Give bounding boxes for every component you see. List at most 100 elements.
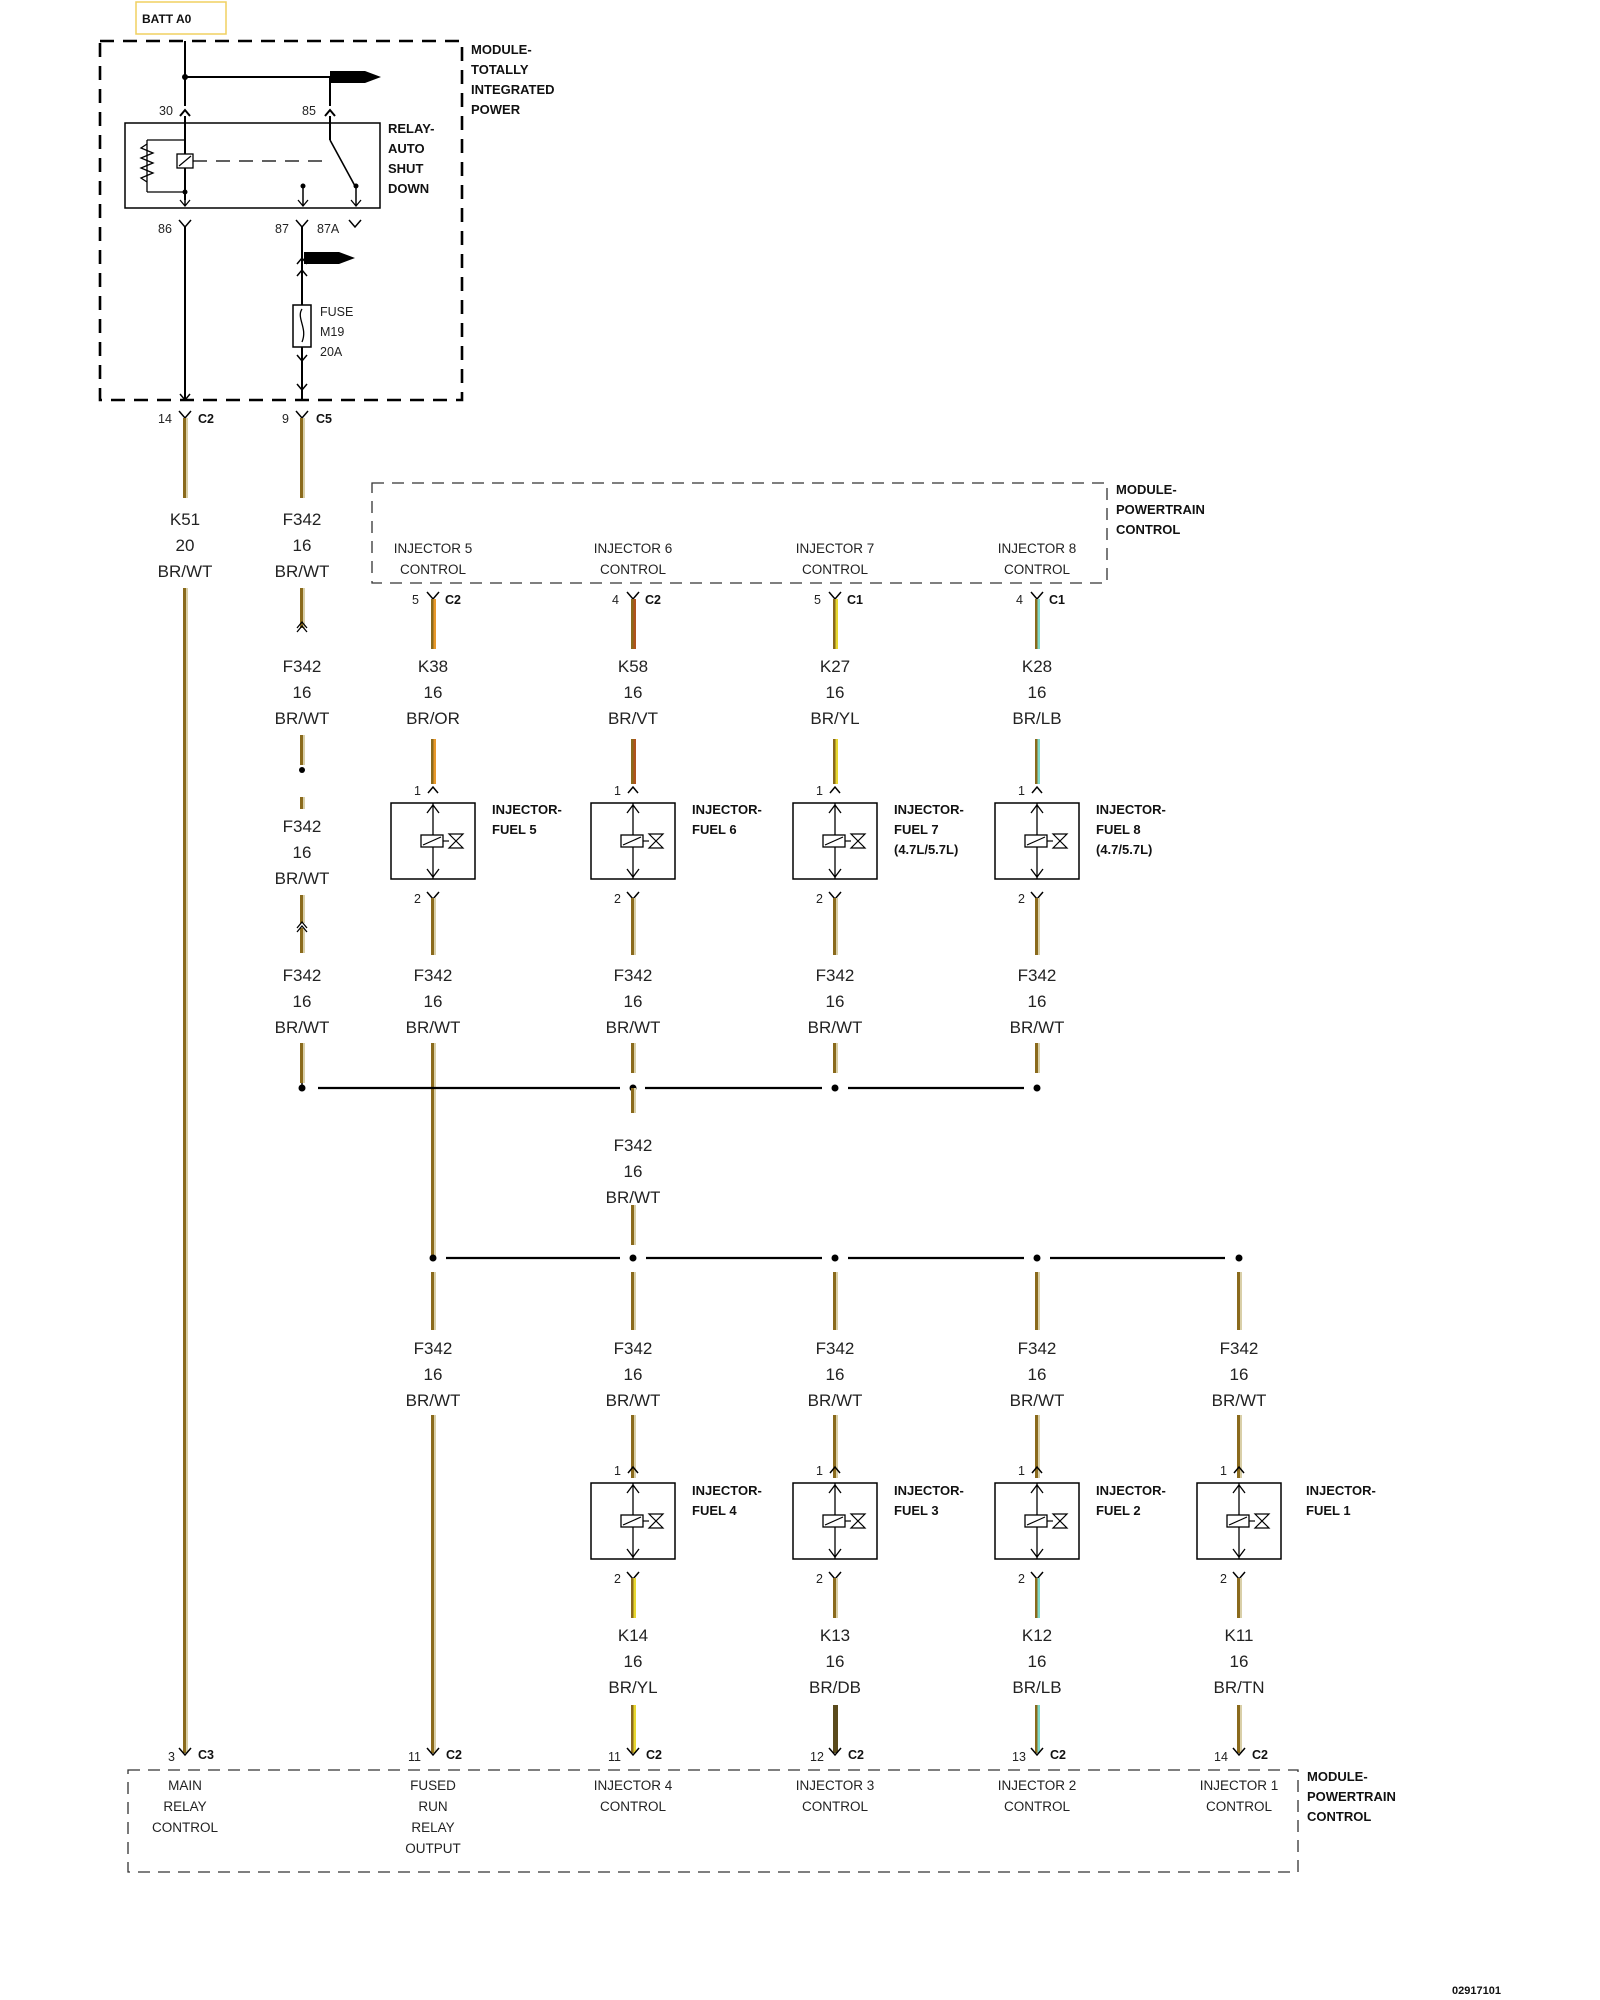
svg-text:FUEL 5: FUEL 5 <box>492 822 537 837</box>
svg-text:FUSE: FUSE <box>320 305 353 319</box>
svg-text:16: 16 <box>624 1365 643 1384</box>
svg-text:INJECTOR-: INJECTOR- <box>692 802 762 817</box>
svg-text:FUEL 2: FUEL 2 <box>1096 1503 1141 1518</box>
svg-text:16: 16 <box>424 1365 443 1384</box>
svg-text:K13: K13 <box>820 1626 850 1645</box>
splice-bus-top <box>298 1083 1041 1092</box>
svg-text:CONTROL: CONTROL <box>400 562 466 577</box>
svg-text:CONTROL: CONTROL <box>1116 522 1180 537</box>
svg-text:BR/WT: BR/WT <box>1212 1391 1267 1410</box>
svg-text:OUTPUT: OUTPUT <box>405 1841 461 1856</box>
svg-text:C1: C1 <box>1049 593 1065 607</box>
svg-text:CONTROL: CONTROL <box>1004 562 1070 577</box>
svg-text:4: 4 <box>612 593 619 607</box>
injector-fuel-2 <box>994 1482 1080 1560</box>
svg-text:F342: F342 <box>614 966 653 985</box>
svg-text:BR/WT: BR/WT <box>606 1391 661 1410</box>
wire-labels: K51 20 BR/WT F342 16 BR/WT F342 16 BR/WT… <box>158 510 1267 1697</box>
svg-text:11: 11 <box>408 1750 421 1764</box>
svg-text:INJECTOR 8: INJECTOR 8 <box>998 541 1077 556</box>
svg-text:F342: F342 <box>283 966 322 985</box>
svg-text:INJECTOR 5: INJECTOR 5 <box>394 541 473 556</box>
svg-text:CONTROL: CONTROL <box>1307 1809 1371 1824</box>
svg-text:BR/WT: BR/WT <box>1010 1018 1065 1037</box>
svg-text:BR/VT: BR/VT <box>608 709 658 728</box>
injector-fuel-5 <box>390 802 476 880</box>
svg-text:K27: K27 <box>820 657 850 676</box>
svg-text:INJECTOR-: INJECTOR- <box>894 802 964 817</box>
svg-text:CONTROL: CONTROL <box>1004 1799 1070 1814</box>
svg-text:TOTALLY: TOTALLY <box>471 62 529 77</box>
splice-arrow-icon-87 <box>304 252 355 264</box>
injector-fuel-1 <box>1196 1482 1282 1560</box>
svg-text:M19: M19 <box>320 325 344 339</box>
svg-text:4: 4 <box>1016 593 1023 607</box>
wire-k51-long <box>183 588 188 1753</box>
svg-text:2: 2 <box>1220 1572 1227 1586</box>
svg-text:13: 13 <box>1012 1750 1026 1764</box>
svg-text:20: 20 <box>176 536 195 555</box>
pcm-bottom-port-inj2: 13 C2 INJECTOR 2 CONTROL <box>998 1747 1076 1814</box>
pcm-top-port-inj8: INJECTOR 8 CONTROL 4 C1 <box>998 541 1077 607</box>
splice-bus-bottom <box>429 1254 1243 1262</box>
svg-text:BR/LB: BR/LB <box>1012 709 1061 728</box>
svg-text:INJECTOR-: INJECTOR- <box>1096 802 1166 817</box>
svg-text:1: 1 <box>614 1464 621 1478</box>
svg-text:C2: C2 <box>645 593 661 607</box>
svg-text:C2: C2 <box>1050 1748 1066 1762</box>
svg-text:16: 16 <box>1028 1652 1047 1671</box>
svg-text:BR/WT: BR/WT <box>808 1018 863 1037</box>
svg-text:RUN: RUN <box>418 1799 447 1814</box>
pin-85: 85 <box>302 104 316 118</box>
svg-text:BR/YL: BR/YL <box>810 709 859 728</box>
svg-text:BR/OR: BR/OR <box>406 709 460 728</box>
svg-text:1: 1 <box>816 784 823 798</box>
svg-text:BR/WT: BR/WT <box>1010 1391 1065 1410</box>
svg-text:F342: F342 <box>414 966 453 985</box>
svg-text:1: 1 <box>1220 1464 1227 1478</box>
svg-text:K38: K38 <box>418 657 448 676</box>
svg-text:INJECTOR 4: INJECTOR 4 <box>594 1778 673 1793</box>
svg-text:CONTROL: CONTROL <box>152 1820 218 1835</box>
fuse-label: FUSE M19 20A <box>320 305 353 359</box>
svg-text:(4.7L/5.7L): (4.7L/5.7L) <box>894 842 958 857</box>
svg-text:RELAY-: RELAY- <box>388 121 434 136</box>
injector-fuel-8 <box>994 802 1080 880</box>
svg-text:INJECTOR 1: INJECTOR 1 <box>1200 1778 1279 1793</box>
svg-text:3: 3 <box>168 1750 175 1764</box>
battery-feed <box>182 41 381 106</box>
relay-box <box>124 122 381 209</box>
svg-text:BR/WT: BR/WT <box>606 1188 661 1207</box>
svg-text:F342: F342 <box>816 966 855 985</box>
svg-text:16: 16 <box>624 683 643 702</box>
pcm-top-port-inj6: INJECTOR 6 CONTROL 4 C2 <box>594 541 673 607</box>
svg-text:F342: F342 <box>283 657 322 676</box>
svg-text:2: 2 <box>816 892 823 906</box>
svg-text:C2: C2 <box>646 1748 662 1762</box>
svg-text:16: 16 <box>624 1652 643 1671</box>
svg-text:BR/DB: BR/DB <box>809 1678 861 1697</box>
wire-k51 <box>183 418 188 498</box>
svg-text:C2: C2 <box>445 593 461 607</box>
svg-text:16: 16 <box>624 1162 643 1181</box>
svg-text:F342: F342 <box>283 510 322 529</box>
tipm-out-left-conn: C2 <box>198 412 214 426</box>
svg-text:5: 5 <box>412 593 419 607</box>
svg-text:FUEL 3: FUEL 3 <box>894 1503 939 1518</box>
svg-text:2: 2 <box>414 892 421 906</box>
svg-text:F342: F342 <box>614 1339 653 1358</box>
injector-fuel-3 <box>792 1482 878 1560</box>
svg-text:FUEL 8: FUEL 8 <box>1096 822 1141 837</box>
svg-text:1: 1 <box>614 784 621 798</box>
svg-text:CONTROL: CONTROL <box>600 1799 666 1814</box>
svg-text:16: 16 <box>624 992 643 1011</box>
svg-text:INJECTOR 7: INJECTOR 7 <box>796 541 875 556</box>
svg-text:16: 16 <box>826 683 845 702</box>
svg-text:F342: F342 <box>414 1339 453 1358</box>
svg-text:16: 16 <box>1230 1365 1249 1384</box>
wire-k11 <box>1237 1578 1242 1618</box>
svg-text:POWER: POWER <box>471 102 521 117</box>
svg-text:FUEL 1: FUEL 1 <box>1306 1503 1351 1518</box>
svg-text:FUEL 4: FUEL 4 <box>692 1503 737 1518</box>
